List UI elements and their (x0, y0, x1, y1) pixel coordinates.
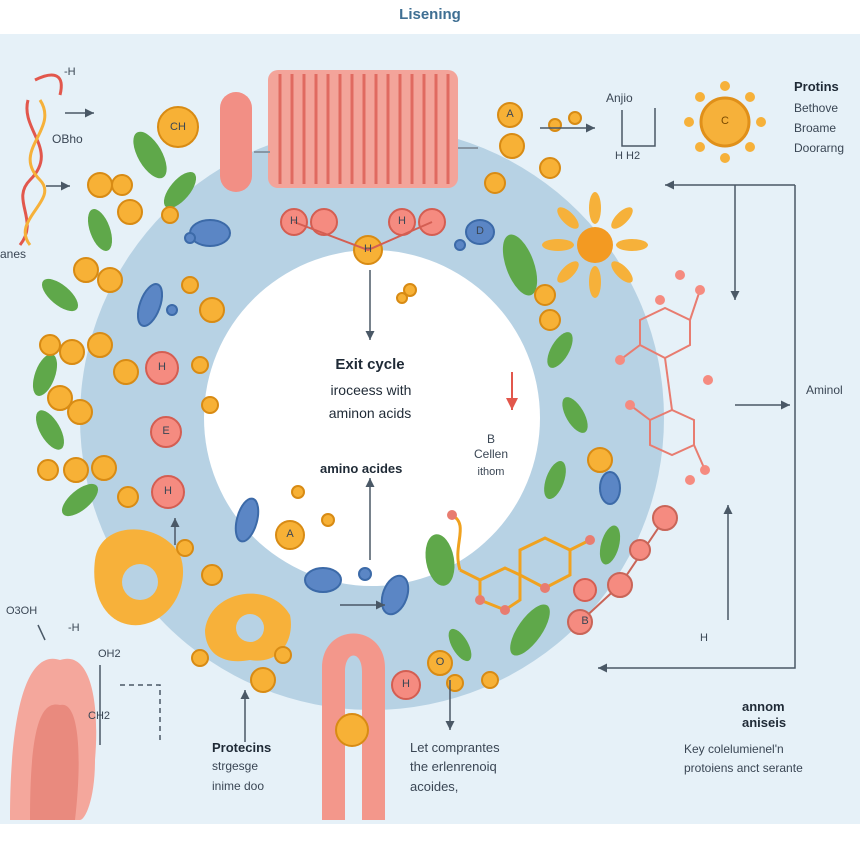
bead-chain-top (280, 208, 446, 265)
bead-d-label: D (476, 225, 484, 237)
protins-title: Protins (794, 79, 839, 94)
blue-molecules (136, 219, 621, 616)
hh-label: H H2 (615, 150, 641, 162)
cellen-label: Cellen (473, 447, 509, 461)
bead-h-label-3: H (364, 243, 372, 255)
middle-line-2: the erlenrenoiq (410, 759, 497, 774)
leaves (32, 131, 621, 662)
o3oh-label: O3OH (6, 605, 38, 617)
diagram-title: Lisening (399, 6, 461, 23)
bead-b-label: B (581, 615, 589, 627)
protins-line-2: Broame (794, 121, 837, 135)
dna-strand (18, 73, 63, 246)
star-molecule (542, 192, 648, 298)
anjio-label: Anjio (606, 91, 633, 105)
right-bottom-line-2: protoiens anct serante (684, 761, 803, 775)
bead-h-label-1: H (290, 215, 298, 227)
bead-h-label-4: H (158, 361, 166, 373)
protecins-title: Protecins (212, 740, 272, 755)
arrows (37, 108, 796, 745)
bead-ch-label: CH (170, 121, 186, 133)
cell-b-label: B (486, 432, 495, 446)
bead-h-label-5: H (164, 485, 172, 497)
middle-line-1: Let comprantes (410, 740, 500, 755)
aminol-label: Aminol (806, 383, 843, 397)
orange-beads (37, 102, 613, 693)
salmon-beads-left (145, 351, 597, 700)
bead-chain-right (567, 505, 678, 635)
right-bottom-line-1: Key colelumienel'n (684, 742, 784, 756)
bead-o-label: O (435, 656, 445, 668)
bead-h-label-6: H (402, 678, 410, 690)
bead-a-label-2: A (286, 528, 294, 540)
title-band (0, 0, 860, 34)
left-h-label: -H (64, 66, 76, 78)
protecins-line-1: strgesge (212, 759, 259, 773)
protins-line-1: Bethove (794, 101, 839, 115)
bead-a-label-1: A (506, 108, 514, 120)
sun-c-label: C (721, 115, 729, 127)
oh2-label: OH2 (98, 648, 121, 660)
center-heading: Exit cycle (335, 356, 405, 373)
bead-h-label-2: H (398, 215, 406, 227)
right-h-label: H (700, 632, 708, 644)
protins-line-3: Doorarng (794, 141, 845, 155)
h-minus-label: -H (68, 622, 80, 634)
anes-label: anes (0, 247, 27, 261)
protecins-line-2: inime doo (212, 779, 265, 793)
center-line-2: aminon acids (328, 405, 412, 421)
protein-hairpin (322, 633, 385, 820)
ithom-label: ithom (477, 466, 505, 478)
bottom-band (0, 824, 860, 860)
sun-molecule (684, 81, 766, 163)
membrane-protein (220, 70, 478, 192)
bead-e-label: E (162, 425, 170, 437)
center-line-1: iroceess with (330, 382, 412, 398)
right-bottom-title-1: annom (742, 699, 785, 714)
ch2-label: CH2 (88, 710, 111, 722)
tissue-shape (10, 658, 97, 820)
middle-line-3: acoides, (410, 779, 459, 794)
amino-acides-label: amino acides (320, 461, 403, 476)
protein-fold-orange (94, 529, 291, 662)
obho-label: OBho (52, 132, 83, 146)
right-bottom-title-2: aniseis (742, 715, 787, 730)
